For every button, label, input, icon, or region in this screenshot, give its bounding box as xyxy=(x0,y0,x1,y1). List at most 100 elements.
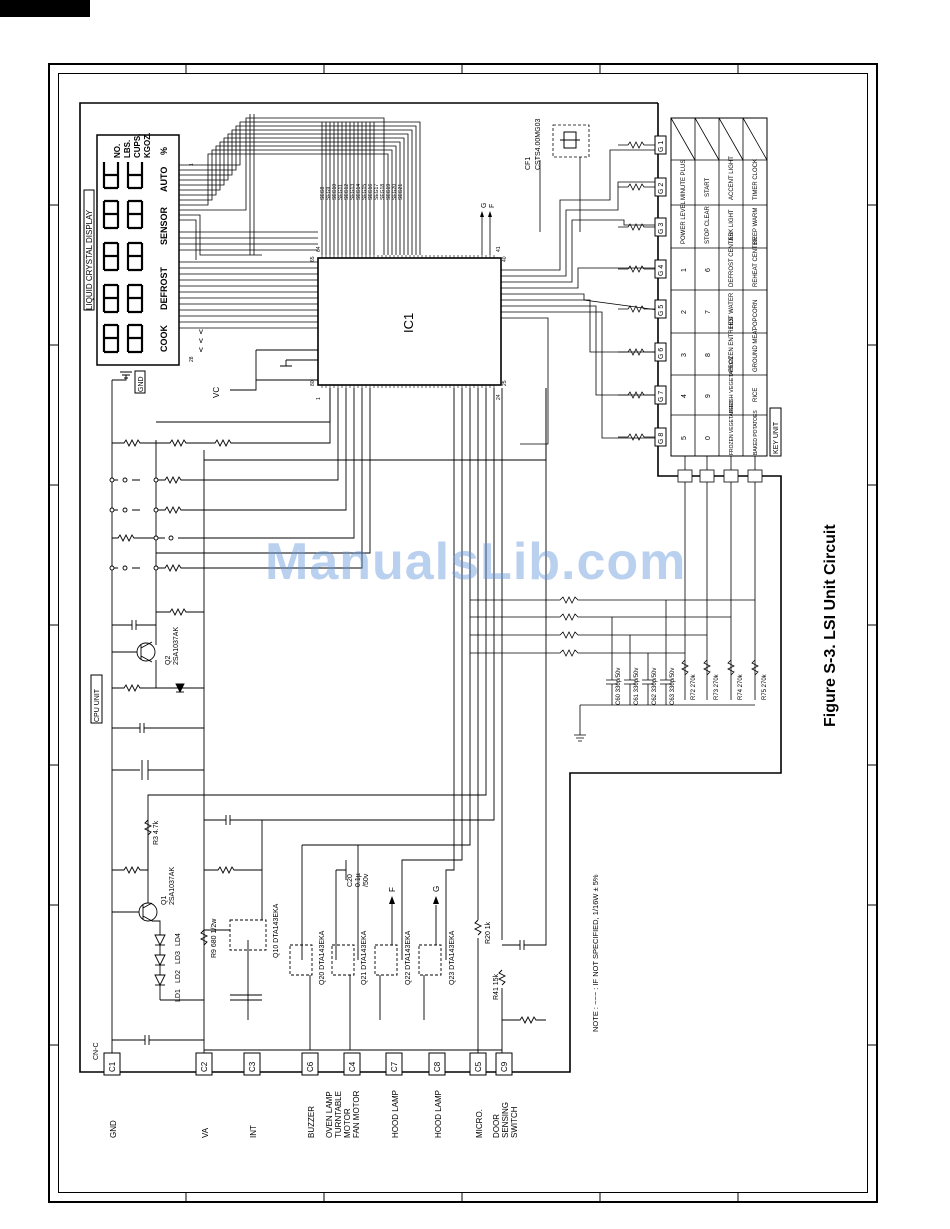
pin-c3: C3 xyxy=(248,1061,257,1072)
q21-label: Q21 DTA143EKA xyxy=(361,930,368,985)
seg-label: SEG13 xyxy=(350,184,356,200)
cf1-part: CSTS4.00MG03 xyxy=(535,119,542,170)
cpu-unit-label: CPU UNIT xyxy=(94,688,101,722)
connector-cnc: CN-C C1 C2 C3 C6 C4 C7 C8 C5 C9 GND VA I… xyxy=(93,1043,519,1139)
func-switch: SWITCH xyxy=(510,1106,519,1138)
lcd-v-mark-3: v xyxy=(199,327,203,336)
key-0: 0 xyxy=(705,436,712,440)
ic1-pin-25: 25 xyxy=(502,380,508,386)
func-fan-motor: FAN MOTOR xyxy=(352,1090,361,1138)
res-r73: R73 270k xyxy=(714,673,720,700)
seg-label: SEG17 xyxy=(374,184,380,200)
key-2: 2 xyxy=(681,310,688,314)
key-rice: RICE xyxy=(753,388,759,402)
q2-transistor xyxy=(112,641,185,694)
key-frozen-entrees: FROZEN ENTREES xyxy=(729,317,735,372)
cf1-ref: CF1 xyxy=(525,157,532,170)
keyunit-g-connectors: G 1 G 2 G 3 G 4 G 5 G 6 G 7 G 8 xyxy=(618,135,667,447)
res-r74: R74 270k xyxy=(738,673,744,700)
lcd-indicator-sensor: SENSOR xyxy=(159,206,169,245)
key-power-level: POWER LEVEL xyxy=(681,200,687,244)
res-r75: R75 270k xyxy=(762,673,768,700)
lcd-indicator-kgoz: KGOZ. xyxy=(143,133,152,158)
q22-label: Q22 DTA143EKA xyxy=(405,930,412,985)
cap-c63: C63 330p/50v xyxy=(670,668,676,705)
q1-led-section xyxy=(112,388,495,1020)
q10-label: Q10 DTA143EKA xyxy=(273,903,280,958)
seg-label: SEG18 xyxy=(380,184,386,200)
lcd-pin-1: 1 xyxy=(189,163,195,166)
q1-part: 2SA1037AK xyxy=(169,867,176,905)
func-int: INT xyxy=(249,1125,258,1138)
func-oven-lamp: OVEN LAMP xyxy=(325,1091,334,1138)
c20-value: 0.1µ xyxy=(355,873,362,887)
ic1-out-f: F xyxy=(489,204,496,208)
ic1-pin-1: 1 xyxy=(316,397,322,400)
led-ld2: LD2 xyxy=(175,970,182,983)
key-timer-clock: TIMER CLOCK xyxy=(753,159,759,200)
lcd-title-box xyxy=(83,189,95,311)
g-label-3: G 3 xyxy=(658,223,665,234)
keypad-matrix: MINUTE PLUS START ACCENT LIGHT TIMER CLO… xyxy=(670,117,782,457)
seg-labels: SEG8 SEG9 SEG10 SEG11 SEG12 SEG13 SEG14 … xyxy=(320,184,404,200)
res-r72: R72 270k xyxy=(691,673,697,700)
ic1-pin-41: 41 xyxy=(496,246,502,252)
func-turntable: TURNTABLE xyxy=(334,1091,343,1138)
func-motor: MOTOR xyxy=(343,1108,352,1138)
q23-label: Q23 DTA143EKA xyxy=(449,930,456,985)
seg-label: SEG8 xyxy=(320,186,326,200)
r3-label: R3 4.7k xyxy=(153,820,160,845)
lcd-v-mark-2: v xyxy=(199,336,203,345)
pin-c6: C6 xyxy=(306,1061,315,1072)
key-accent-light: ACCENT LIGHT xyxy=(729,156,735,200)
key-hot-water: HOT WATER xyxy=(729,292,735,328)
g-label-2: G 2 xyxy=(658,183,665,194)
r41-label: R41 15k xyxy=(493,973,500,1000)
func-gnd: GND xyxy=(109,1120,118,1138)
ic1: IC1 65 64 41 40 25 24 80 1 G F xyxy=(310,203,508,400)
g-label-5: G 5 xyxy=(658,305,665,316)
func-va: VA xyxy=(201,1127,210,1138)
frame-ticks xyxy=(48,63,878,1203)
seg-label: SEG14 xyxy=(356,184,362,200)
led-ld4: LD4 xyxy=(175,933,182,946)
cap-c60: C60 330p/50v xyxy=(616,668,622,705)
key-unit-label: KEY UNIT xyxy=(773,421,780,454)
key-stop-clear: STOP CLEAR xyxy=(705,206,711,244)
key-task-light: TASK LIGHT xyxy=(729,209,735,244)
lcd-pin-28: 28 xyxy=(189,356,195,362)
seg-label: SEG11 xyxy=(338,184,344,200)
cpu-unit-label-box xyxy=(90,674,103,724)
output-drivers xyxy=(204,388,547,1063)
seg-label: SEG10 xyxy=(332,184,338,200)
ic1-out-g: G xyxy=(481,203,488,208)
key-3: 3 xyxy=(681,353,688,357)
seg-label: SEG9 xyxy=(326,186,332,200)
q2-ref: Q2 xyxy=(165,656,172,665)
lcd-indicator-lbs: LBS. xyxy=(123,140,132,158)
key-baked-potatoes: BAKED POTATOES xyxy=(753,410,759,455)
note-text: NOTE : ~~~ : IF NOT SPECIFIED, 1/16W ± 5… xyxy=(591,874,600,1032)
func-hood-lamp-2: HOOD LAMP xyxy=(434,1090,443,1138)
lcd-title: LIQUID CRYSTAL DISPLAY xyxy=(85,209,94,310)
key-8: 8 xyxy=(705,353,712,357)
lcd-indicator-cups: CUPS. xyxy=(133,134,142,158)
g-label-7: G 7 xyxy=(658,391,665,402)
key-4: 4 xyxy=(681,394,688,398)
pin-c1: C1 xyxy=(108,1061,117,1072)
seg-label: SEG20 xyxy=(392,184,398,200)
key-start: START xyxy=(705,178,711,197)
ic1-pin-40: 40 xyxy=(502,256,508,262)
c20-ref: C20 xyxy=(347,874,354,887)
seg-label: SEG15 xyxy=(362,184,368,200)
oscillator-cf1: CF1 CSTS4.00MG03 xyxy=(525,119,590,232)
key-1: 1 xyxy=(681,268,688,272)
cap-c62: C62 330p/50v xyxy=(652,668,658,705)
func-hood-lamp-1: HOOD LAMP xyxy=(391,1090,400,1138)
q2-part: 2SA1037AK xyxy=(173,627,180,665)
lcd-display: LIQUID CRYSTAL DISPLAY NO. LBS. CUPS. KG… xyxy=(83,133,203,366)
page-corner-tab xyxy=(0,0,90,17)
func-door: DOOR xyxy=(492,1114,501,1138)
pin-c9: C9 xyxy=(500,1061,509,1072)
